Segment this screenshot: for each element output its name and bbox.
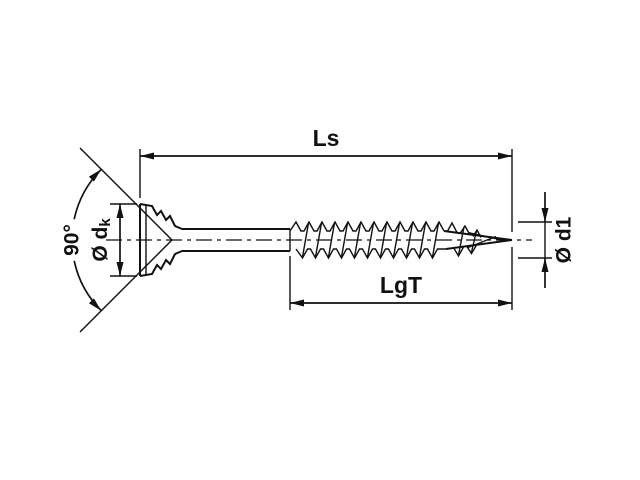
tip-flute-lines <box>467 231 507 249</box>
angle-arc-lower <box>73 260 102 312</box>
tip-crest-bottom-2 <box>465 244 478 255</box>
angle-label: 90° <box>61 224 84 256</box>
dimension-thread-diameter: Ø d1 <box>518 192 576 288</box>
screw-thread <box>289 220 446 260</box>
thread-flank-lines <box>301 222 440 258</box>
screw-tip <box>443 221 513 258</box>
screw-head <box>139 203 183 277</box>
dimension-thread-length: LgT <box>289 247 513 310</box>
tip-crest-bottom-1 <box>452 246 465 258</box>
tip-cone-bottom <box>445 239 513 250</box>
angle-line-top <box>79 147 173 241</box>
head-rib-bottom <box>139 250 183 277</box>
thread-crest-bottom <box>295 248 446 260</box>
ls-label: Ls <box>313 125 340 151</box>
thread-crest-top <box>289 220 445 232</box>
angle-line-bottom <box>79 239 173 333</box>
angle-arc-upper <box>73 168 102 220</box>
head-rib-top <box>139 203 183 230</box>
tip-crest-top-1 <box>446 221 458 233</box>
dk-label-subscript: k <box>97 218 114 227</box>
dimension-total-length: Ls <box>139 125 513 232</box>
screw-shank <box>182 228 291 252</box>
dk-label-main: Ø d <box>89 227 112 262</box>
d1-label: Ø d1 <box>553 216 576 263</box>
lgt-label: LgT <box>380 272 422 298</box>
dk-label: Ø dk <box>89 218 114 262</box>
tip-cone-top <box>443 230 513 241</box>
dimension-head-diameter: Ø dk <box>89 203 137 277</box>
angle-annotation: 90° <box>61 147 173 333</box>
